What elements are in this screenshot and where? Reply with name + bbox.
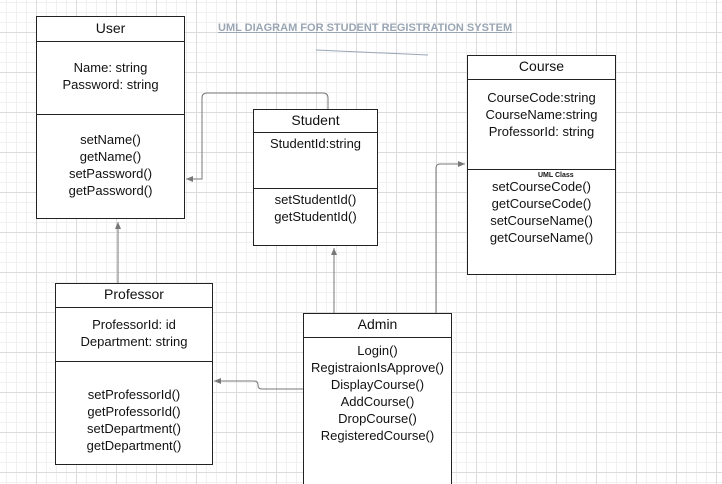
diagram-title: UML DIAGRAM FOR STUDENT REGISTRATION SYS…	[218, 22, 513, 34]
attribute: Password: string	[62, 77, 159, 92]
class-professor-name: Professor	[56, 284, 212, 308]
class-admin-name: Admin	[304, 314, 451, 338]
class-admin[interactable]: Admin Login() RegistraionIsApprove() Dis…	[303, 313, 452, 484]
connector-admin-professor[interactable]	[214, 378, 303, 390]
class-course[interactable]: Course CourseCode:string CourseName:stri…	[467, 55, 616, 275]
method: setProfessorId()	[87, 387, 181, 402]
class-course-methods: setCourseCode() getCourseCode() setCours…	[468, 178, 615, 246]
class-user-divider	[37, 114, 184, 115]
attribute: Department: string	[80, 334, 188, 349]
class-user-attributes: Name: string Password: string	[37, 59, 184, 93]
method: setName()	[80, 132, 141, 147]
class-admin-methods: Login() RegistraionIsApprove() DisplayCo…	[304, 342, 451, 444]
class-course-divider	[468, 169, 615, 170]
class-student-name: Student	[254, 110, 377, 133]
class-professor-attributes: ProfessorId: id Department: string	[56, 316, 212, 350]
attribute: ProfessorId: id	[92, 317, 176, 332]
attribute: StudentId:string	[269, 136, 362, 151]
attribute: Name: string	[73, 60, 148, 75]
class-professor-divider	[56, 361, 212, 362]
method: Login()	[357, 343, 398, 358]
method: AddCourse()	[340, 394, 415, 409]
method: getStudentId()	[274, 209, 357, 224]
method: setCourseCode()	[492, 179, 591, 194]
class-professor-methods: setProfessorId() getProfessorId() setDep…	[56, 386, 212, 454]
class-student-attributes: StudentId:string	[254, 135, 377, 152]
class-course-attributes: CourseCode:string CourseName:string Prof…	[468, 89, 615, 140]
method: RegisteredCourse()	[320, 428, 435, 443]
method: DisplayCourse()	[330, 377, 425, 392]
method: setStudentId()	[274, 192, 357, 207]
connector-admin-course[interactable]	[435, 161, 465, 313]
attribute: CourseName:string	[485, 107, 598, 122]
class-course-name: Course	[468, 56, 615, 80]
method: getPassword()	[68, 183, 153, 198]
class-student-methods: setStudentId() getStudentId()	[254, 191, 377, 225]
method: getDepartment()	[86, 438, 182, 453]
class-user-methods: setName() getName() setPassword() getPas…	[37, 131, 184, 199]
method: DropCourse()	[338, 411, 417, 426]
method: getCourseName()	[489, 230, 594, 245]
class-student-divider	[254, 188, 377, 189]
title-decoration-line	[315, 49, 429, 56]
class-professor[interactable]: Professor ProfessorId: id Department: st…	[55, 283, 213, 465]
method: setDepartment()	[87, 421, 181, 436]
class-student[interactable]: Student StudentId:string setStudentId() …	[253, 109, 378, 246]
attribute: CourseCode:string	[487, 90, 596, 105]
connector-student-user[interactable]	[186, 92, 329, 182]
method: getProfessorId()	[87, 404, 181, 419]
method: setPassword()	[68, 166, 153, 181]
attribute: ProfessorId: string	[488, 124, 595, 139]
method: getName()	[79, 149, 142, 164]
method: getCourseCode()	[491, 196, 592, 211]
method: setCourseName()	[490, 213, 593, 228]
class-user-name: User	[37, 17, 184, 42]
class-user[interactable]: User Name: string Password: string setNa…	[36, 16, 185, 219]
method: RegistraionIsApprove()	[311, 360, 444, 375]
class-course-tag: UML Class	[538, 172, 574, 179]
